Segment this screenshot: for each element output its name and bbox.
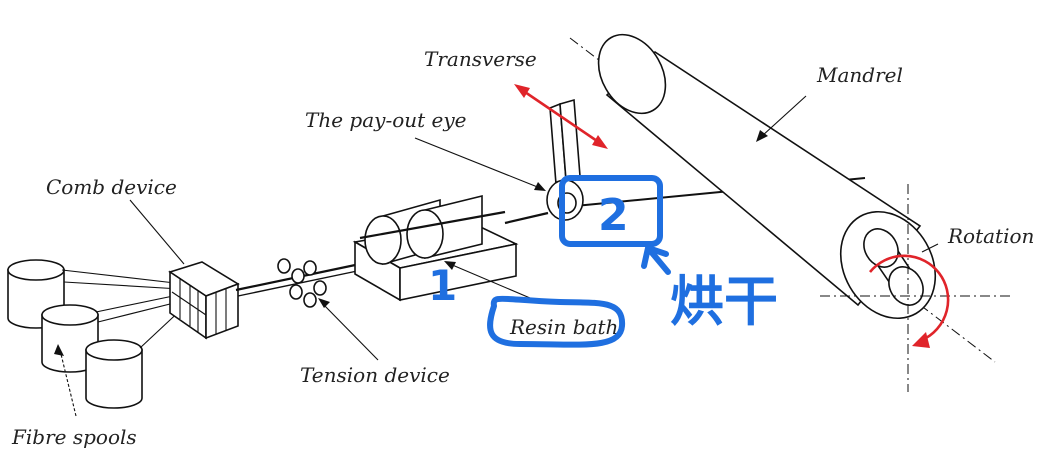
label-rotation: Rotation — [947, 224, 1034, 248]
annotation-mark-1: 1 — [428, 261, 457, 310]
tension-device — [277, 258, 327, 308]
label-payout-eye: The pay-out eye — [305, 108, 466, 132]
highlight-box-payout-eye — [559, 175, 663, 247]
spool — [7, 259, 65, 329]
label-mandrel: Mandrel — [816, 63, 903, 87]
label-tension-device: Tension device — [300, 363, 450, 387]
resin-roller — [406, 194, 483, 260]
rotation-arrow — [868, 254, 950, 348]
comb-device — [168, 261, 240, 340]
label-transverse: Transverse — [424, 47, 537, 71]
transverse-arrow — [514, 84, 608, 149]
label-fibre-spools: Fibre spools — [11, 425, 137, 449]
leader-lines — [54, 95, 939, 417]
spool — [85, 339, 143, 409]
fibre-spools — [7, 259, 143, 409]
annotation-chinese-note: 烘干 — [670, 270, 778, 333]
label-comb-device: Comb device — [46, 175, 177, 199]
mandrel — [569, 33, 1012, 392]
resin-bath — [352, 194, 519, 302]
hand-annotations: 1 2 烘干 — [428, 175, 778, 348]
spool — [41, 304, 99, 373]
highlight-circle-resin-bath — [487, 295, 626, 348]
annotation-mark-2: 2 — [598, 190, 629, 241]
arrow-annotation — [641, 245, 671, 275]
label-resin-bath: Resin bath — [509, 315, 618, 339]
